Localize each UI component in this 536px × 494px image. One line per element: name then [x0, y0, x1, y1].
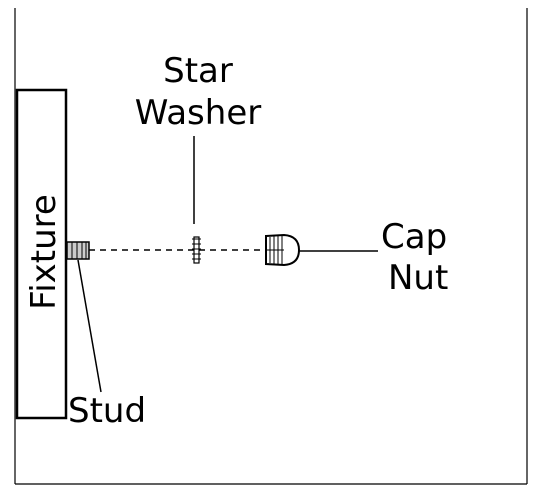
cap-nut-label-line2: Nut	[388, 258, 448, 298]
star-washer-label-line1: Star	[163, 51, 233, 91]
stud-part	[66, 241, 90, 260]
fixture-block	[15, 88, 68, 420]
cap-nut-part	[265, 233, 301, 267]
stud-label: Stud	[68, 391, 146, 431]
stud-leader-line	[77, 259, 102, 393]
fixture-label: Fixture	[24, 194, 64, 310]
panel-frame	[14, 8, 528, 485]
cap-nut-label-line1: Cap	[381, 217, 447, 257]
star-washer-label-line2: Washer	[135, 93, 261, 133]
star-washer-part	[192, 236, 201, 264]
